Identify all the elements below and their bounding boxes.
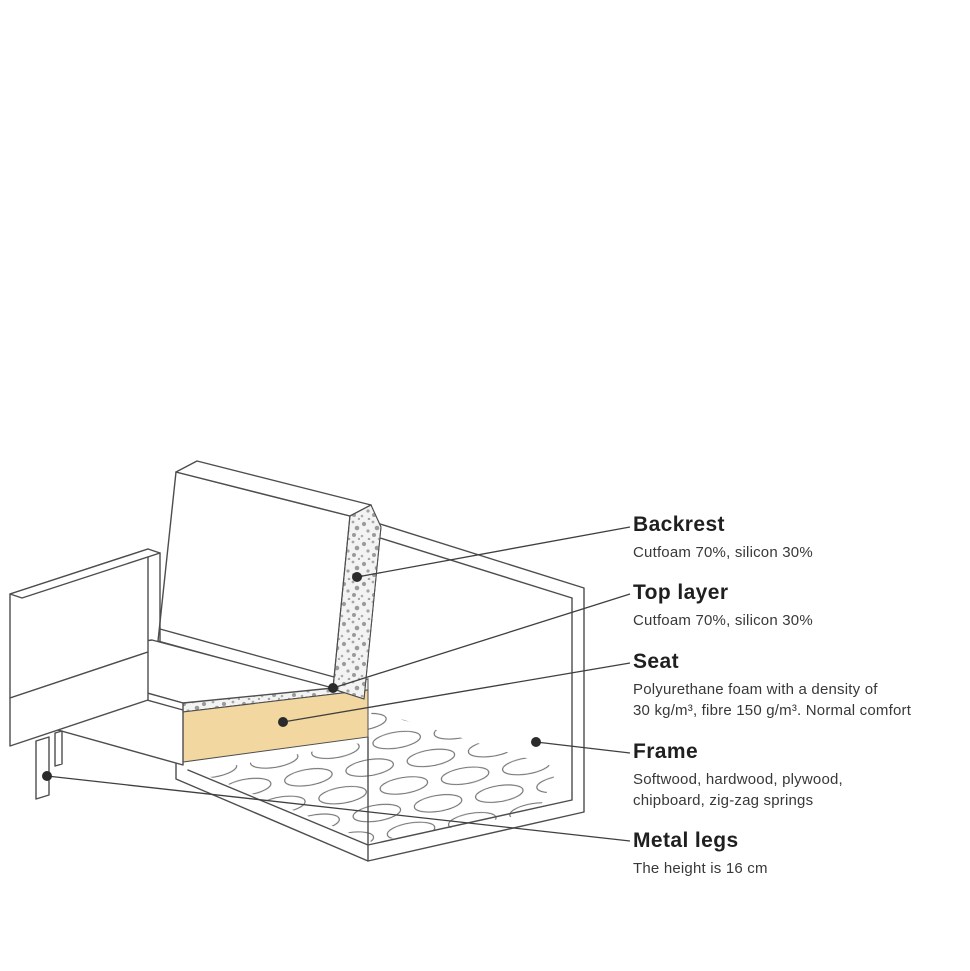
leader-lines: [46, 526, 631, 842]
frame-outer-edge: [175, 522, 585, 862]
label-seat-desc-line2: 30 kg/m³, fibre 150 g/m³. Normal comfort: [633, 702, 912, 719]
metal-legs: [35, 730, 63, 800]
label-metal-legs-title: Metal legs: [633, 829, 739, 852]
zigzag-springs: [198, 710, 558, 842]
dot-seat: [278, 717, 288, 727]
base-band: [9, 651, 149, 747]
leader-frame: [535, 741, 631, 754]
frame-box: [175, 522, 585, 862]
label-backrest-desc: Cutfoam 70%, silicon 30%: [633, 544, 813, 561]
label-metal-legs: Metal legs The height is 16 cm: [633, 829, 963, 879]
label-seat-desc-line1: Polyurethane foam with a density of: [633, 681, 878, 698]
dot-frame: [531, 737, 541, 747]
backrest-cross-section-texture: [332, 504, 382, 700]
label-frame: Frame Softwood, hardwood, plywood, chipb…: [633, 740, 963, 811]
label-frame-desc-line1: Softwood, hardwood, plywood,: [633, 771, 843, 788]
label-seat-title: Seat: [633, 650, 679, 673]
label-seat: Seat Polyurethane foam with a density of…: [633, 650, 963, 721]
leader-metal-legs: [46, 775, 631, 842]
label-backrest-title: Backrest: [633, 513, 725, 536]
label-top-layer-desc: Cutfoam 70%, silicon 30%: [633, 612, 813, 629]
leader-dots: [42, 572, 541, 781]
label-frame-desc-line2: chipboard, zig-zag springs: [633, 792, 814, 809]
left-arm: [9, 548, 161, 747]
label-top-layer: Top layer Cutfoam 70%, silicon 30%: [633, 581, 963, 631]
leader-seat: [282, 662, 631, 723]
frame-inner-edges: [187, 536, 573, 862]
front-leg: [35, 736, 50, 800]
leader-backrest: [356, 526, 631, 578]
leader-top-layer: [332, 593, 631, 689]
label-metal-legs-desc: The height is 16 cm: [633, 860, 768, 877]
backrest-crease-line: [159, 628, 335, 678]
dot-top-layer: [328, 683, 338, 693]
label-top-layer-title: Top layer: [633, 581, 729, 604]
back-leg: [54, 730, 63, 767]
label-backrest: Backrest Cutfoam 70%, silicon 30%: [633, 513, 963, 563]
dot-metal-legs: [42, 771, 52, 781]
dot-backrest: [352, 572, 362, 582]
label-frame-title: Frame: [633, 740, 699, 763]
